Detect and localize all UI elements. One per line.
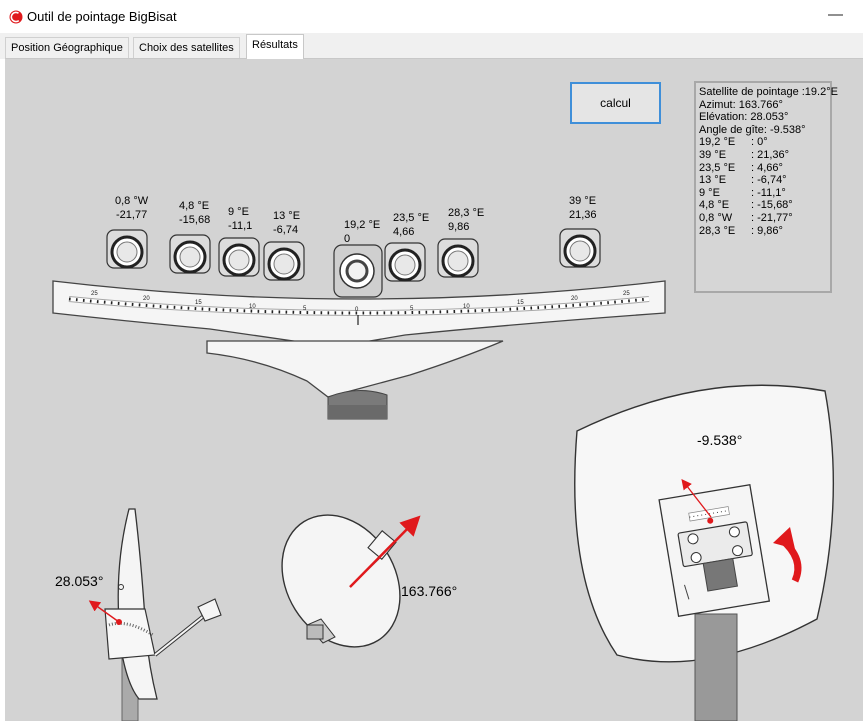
multifeed-rail: 25 20 15 10 5 0 5 10 15 20 25 (52, 280, 666, 420)
scale-tick: 25 (623, 291, 630, 297)
result-row: 28,3 °E : 9,86° (699, 225, 827, 238)
lnb-label-name: 19,2 °E (344, 219, 380, 231)
tab-position-geographique[interactable]: Position Géographique (5, 37, 129, 59)
lnb-icon (384, 242, 426, 282)
lnb-label-value: 4,66 (393, 226, 414, 238)
pointing-diagrams: 25 20 15 10 5 0 5 10 15 20 25 (52, 195, 835, 721)
scale-tick: 15 (517, 300, 524, 306)
result-row-sat: 23,5 °E (699, 161, 736, 174)
scale-tick: 5 (303, 306, 307, 312)
result-row: 4,8 °E : -15,68° (699, 199, 827, 212)
lnb-label-name: 0,8 °W (115, 195, 149, 207)
result-row-val: : 9,86° (751, 224, 783, 237)
result-satellite: Satellite de pointage :19.2°E (699, 86, 838, 98)
lnb-label-value: -6,74 (273, 224, 298, 236)
lnb-label-name: 13 °E (273, 210, 300, 222)
lnb-icon (218, 237, 260, 277)
calcul-button[interactable]: calcul (570, 82, 661, 124)
lnb-label-name: 9 °E (228, 206, 249, 218)
lnb-label-value: 0 (344, 233, 350, 245)
lnb-label-value: -11,1 (228, 220, 252, 232)
result-row-val: : 4,66° (751, 161, 783, 174)
lnb-label-name: 28,3 °E (448, 207, 484, 219)
skew-lnb-diagram: -9.538° (574, 384, 835, 721)
lnb-icon (169, 234, 211, 274)
tab-bar: Position Géographique Choix des satellit… (0, 33, 863, 59)
scale-tick: 25 (91, 291, 98, 297)
scale-tick: 20 (571, 296, 578, 302)
result-row-sat: 9 °E (699, 186, 720, 199)
scale-tick: 10 (249, 304, 256, 310)
result-row-val: : 21,36° (751, 148, 790, 161)
lnb-label-name: 23,5 °E (393, 212, 429, 224)
lnb-icon (559, 228, 601, 268)
result-row: 0,8 °W : -21,77° (699, 212, 827, 225)
result-row-sat: 13 °E (699, 174, 727, 187)
result-elevation: Elévation: 28.053° (699, 111, 789, 124)
azimuth-value: 163.766° (401, 583, 457, 599)
tab-resultats[interactable]: Résultats (246, 34, 304, 59)
scale-tick: 15 (195, 300, 202, 306)
window-title: Outil de pointage BigBisat (27, 9, 177, 24)
skew-value: -9.538° (697, 432, 742, 448)
result-row-val: : -21,77° (751, 211, 793, 224)
lnb-label-value: -21,77 (116, 209, 147, 221)
result-skew: Angle de gîte: -9.538° (699, 123, 806, 136)
result-row-sat: 0,8 °W (699, 211, 733, 224)
result-row-sat: 19,2 °E (699, 136, 736, 149)
result-azimuth: Azimut: 163.766° (699, 98, 783, 111)
lnb-icon (106, 229, 148, 269)
results-panel: 25 20 15 10 5 0 5 10 15 20 25 (5, 58, 863, 721)
lnb-label-value: 21,36 (569, 209, 597, 221)
result-row-val: : -11,1° (751, 186, 786, 199)
result-row-sat: 39 °E (699, 148, 727, 161)
lnb-label-name: 39 °E (569, 195, 596, 207)
lnb-label-name: 4,8 °E (179, 200, 209, 212)
result-row: 9 °E : -11,1° (699, 187, 827, 200)
scale-tick: 20 (143, 296, 150, 302)
result-row: 19,2 °E : 0° (699, 136, 827, 149)
lnb-icon-selected (333, 244, 383, 298)
result-row-val: : -6,74° (751, 174, 787, 187)
lnb-icon (437, 238, 479, 278)
lnb-label-value: 9,86 (448, 221, 469, 233)
scale-tick: 10 (463, 304, 470, 310)
scale-tick: 5 (410, 306, 414, 312)
lnb-icon (263, 241, 305, 281)
app-logo-icon (9, 10, 23, 24)
result-row: 23,5 °E : 4,66° (699, 162, 827, 175)
result-row: 39 °E : 21,36° (699, 149, 827, 162)
result-row: 13 °E : -6,74° (699, 174, 827, 187)
minimize-button[interactable]: — (828, 6, 843, 23)
scale-tick: 0 (355, 307, 359, 313)
results-summary-box: Satellite de pointage :19.2°E Azimut: 16… (694, 81, 838, 293)
result-row-sat: 4,8 °E (699, 199, 730, 212)
lnb-label-value: -15,68 (179, 214, 210, 226)
result-row-val: : 0° (751, 136, 768, 149)
title-bar: Outil de pointage BigBisat — (0, 0, 863, 33)
result-row-sat: 28,3 °E (699, 224, 736, 237)
azimuth-dish-diagram: 163.766° (281, 514, 457, 648)
result-row-val: : -15,68° (751, 199, 793, 212)
tab-choix-satellites[interactable]: Choix des satellites (133, 37, 240, 59)
elevation-value: 28.053° (55, 573, 103, 589)
elevation-dish-diagram: 28.053° (55, 508, 222, 721)
